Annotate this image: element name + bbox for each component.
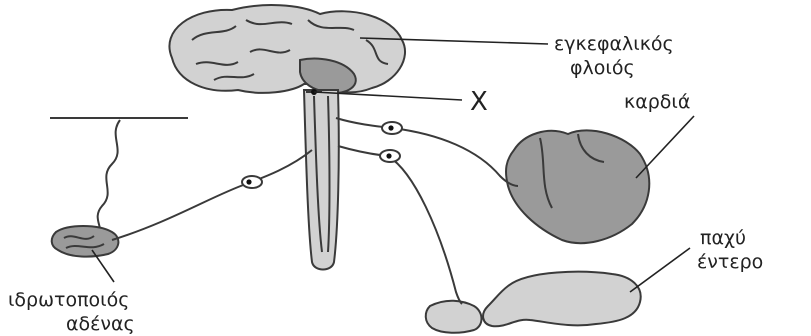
nerve-to-gland [112,150,312,240]
intestine-end [426,301,482,333]
node-skin [246,179,251,184]
gland-label-line1: ιδρωτοποιός [8,289,129,311]
cortex-label-line2: φλοιός [570,57,635,79]
x-label: X [470,87,488,117]
intestine-shape [483,272,641,326]
large-intestine [426,272,641,333]
cortex-label-line1: εγκεφαλικός [554,33,674,55]
spinal-cord [304,90,339,270]
pointer-intestine [630,248,690,292]
heart [506,130,649,243]
node-intestine [386,153,391,158]
node-heart [388,125,393,130]
nerve-to-intestine [338,146,462,304]
intestine-label-line1: παχύ [700,227,746,249]
sweat-duct [96,120,120,240]
ganglion-skin [242,176,262,188]
intestine-label-line2: έντερο [697,251,763,273]
sweat-gland [50,118,188,257]
pointer-heart [636,116,694,178]
heart-label: καρδιά [624,91,690,113]
brain [169,5,405,93]
gland-body [52,226,119,257]
heart-shape [506,130,649,243]
gland-label-line2: αδένας [66,313,135,335]
brain-outline [169,5,405,93]
